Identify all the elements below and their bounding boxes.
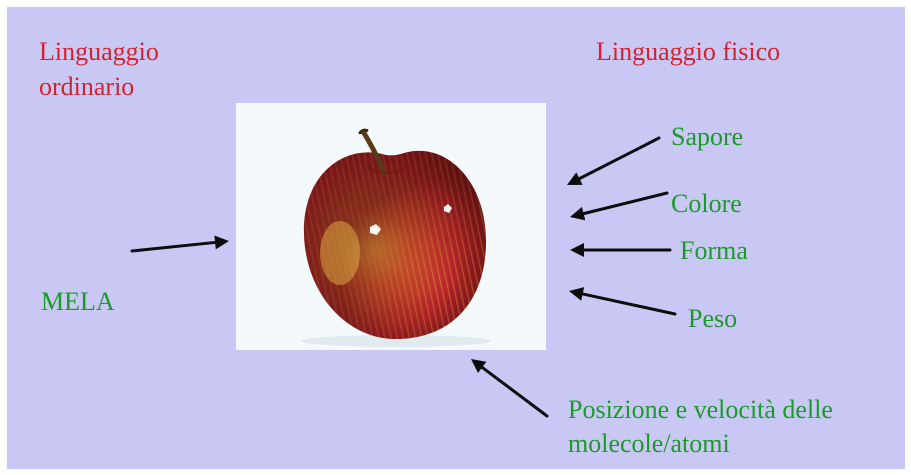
property-label-color: Colore <box>671 189 742 219</box>
arrow-weight-to-apple <box>569 287 675 314</box>
property-label-weight: Peso <box>688 304 737 334</box>
arrow-shape-to-apple <box>570 243 670 257</box>
arrow-molecules-to-apple <box>471 359 547 416</box>
arrow-flavor-to-apple <box>567 138 659 185</box>
arrow-color-to-apple <box>570 193 667 220</box>
molecular-state-line2: molecole/atomi <box>568 429 730 459</box>
property-label-shape: Forma <box>680 236 748 266</box>
molecular-state-line1: Posizione e velocità delle <box>568 395 833 425</box>
arrow-mela-to-apple <box>132 235 229 251</box>
slide-canvas: Linguaggio ordinario Linguaggio fisico M… <box>7 7 905 469</box>
property-label-flavor: Sapore <box>671 122 743 152</box>
